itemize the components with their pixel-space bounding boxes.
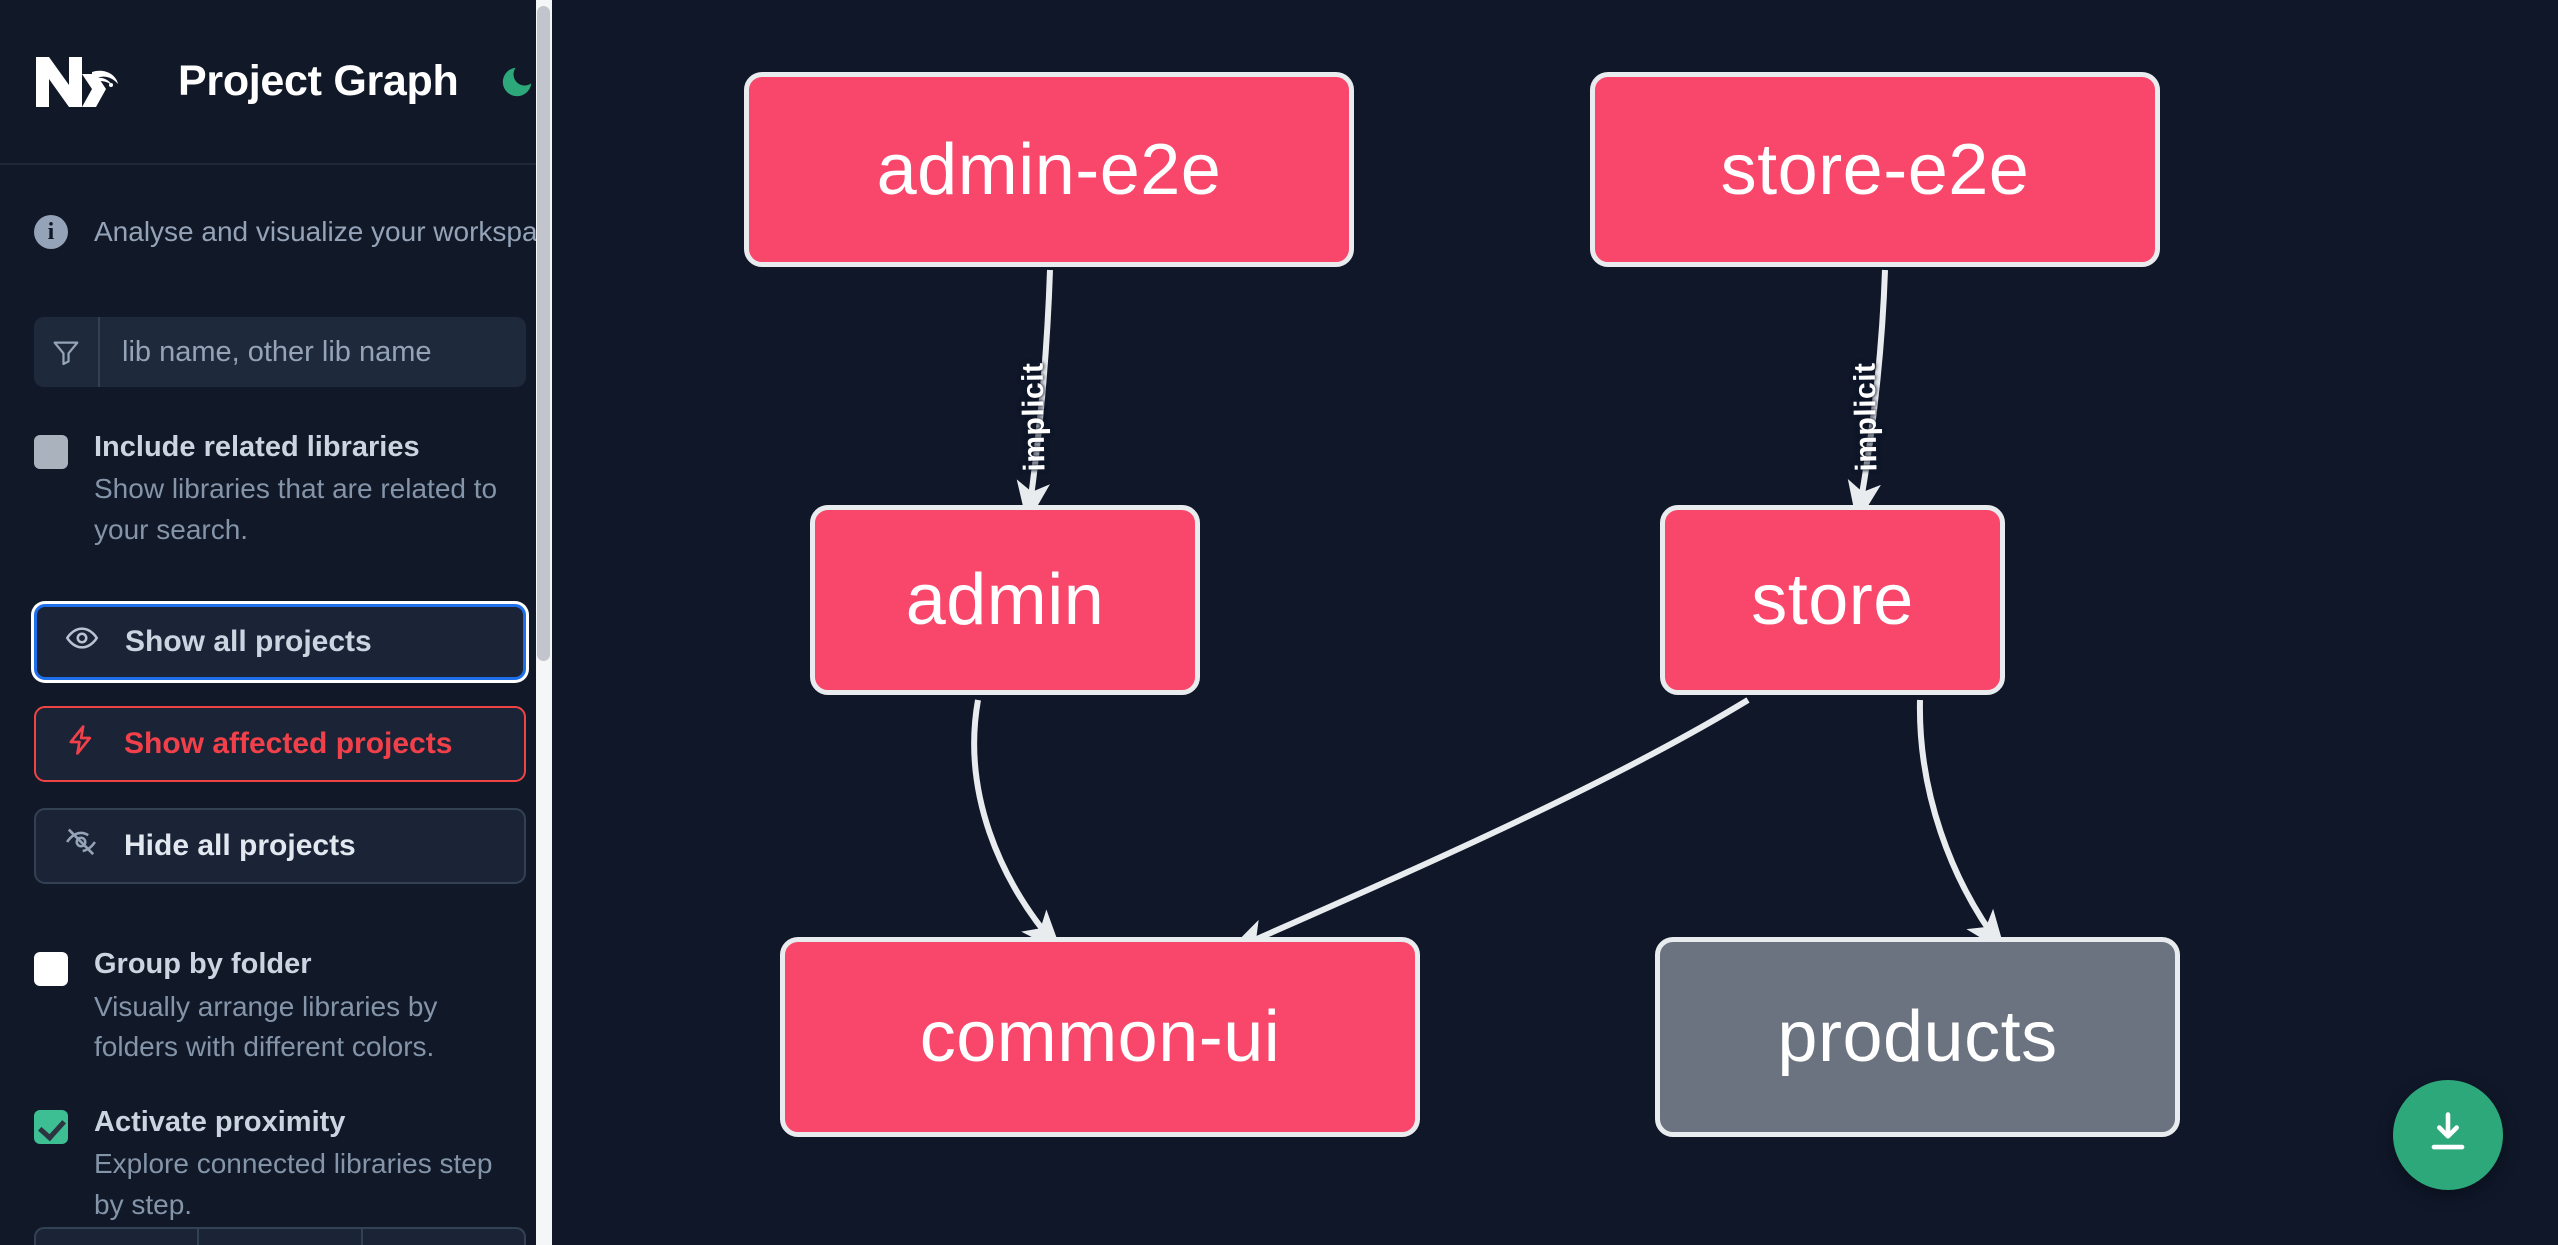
nx-logo-icon [34, 49, 126, 115]
show-all-projects-button[interactable]: Show all projects [34, 604, 526, 681]
eye-icon [65, 621, 99, 663]
edge-store-products [1916, 699, 2006, 953]
bottom-group-segment[interactable] [362, 1227, 526, 1245]
graph-node-admin[interactable]: admin [810, 505, 1200, 695]
checkbox-group-by-folder[interactable] [34, 952, 68, 987]
page-title: Project Graph [178, 57, 459, 105]
sidebar-scrollbar-thumb[interactable] [537, 6, 550, 661]
download-icon [2422, 1107, 2474, 1164]
edge-label-implicit-store: implicit [1848, 362, 1884, 472]
bottom-button-group[interactable] [34, 1227, 526, 1245]
edge-admin-common-ui [971, 699, 1062, 953]
option-activate-proximity[interactable]: Activate proximity Explore connected lib… [34, 1068, 526, 1225]
bottom-group-segment[interactable] [197, 1227, 363, 1245]
sidebar: Project Graph i Analyse and visualize yo… [0, 0, 560, 1245]
bottom-group-segment[interactable] [34, 1227, 198, 1245]
funnel-icon[interactable] [34, 317, 100, 387]
button-label: Hide all projects [124, 829, 356, 863]
option-label: Activate proximity [94, 1105, 346, 1138]
graph-node-admin-e2e[interactable]: admin-e2e [744, 72, 1354, 267]
button-label: Show affected projects [124, 727, 453, 761]
moon-icon[interactable] [498, 59, 536, 105]
eye-off-icon [64, 825, 98, 867]
hide-all-projects-button[interactable]: Hide all projects [34, 808, 526, 885]
visibility-button-group: Show all projects Show affected projects [34, 604, 526, 885]
tagline: i Analyse and visualize your workspace. [0, 165, 560, 255]
graph-node-products[interactable]: products [1655, 937, 2180, 1137]
graph-node-common-ui[interactable]: common-ui [780, 937, 1420, 1137]
graph-canvas[interactable]: implicit implicit admin-e2e store-e2e ad… [560, 0, 2558, 1245]
lightning-icon [64, 723, 98, 765]
option-label: Group by folder [94, 948, 312, 981]
edge-label-implicit-admin: implicit [1016, 362, 1052, 472]
search-input[interactable] [100, 317, 526, 387]
graph-node-store-e2e[interactable]: store-e2e [1590, 72, 2160, 267]
filter-bar [34, 317, 526, 387]
download-button[interactable] [2393, 1080, 2503, 1190]
option-description: Visually arrange libraries by folders wi… [94, 990, 438, 1063]
checkbox-activate-proximity[interactable] [34, 1109, 68, 1144]
checkbox-include-related-libraries[interactable] [34, 435, 68, 469]
option-label: Include related libraries [94, 431, 420, 463]
button-label: Show all projects [125, 625, 372, 659]
show-affected-projects-button[interactable]: Show affected projects [34, 706, 526, 783]
option-description: Show libraries that are related to your … [94, 473, 498, 545]
edge-store-common-ui [1226, 697, 1750, 953]
tagline-text: Analyse and visualize your workspace. [94, 216, 560, 247]
option-include-related-libraries[interactable]: Include related libraries Show libraries… [34, 387, 526, 550]
sidebar-header: Project Graph [0, 0, 560, 165]
info-icon: i [34, 215, 68, 249]
option-group-by-folder[interactable]: Group by folder Visually arrange librari… [34, 910, 526, 1067]
graph-node-store[interactable]: store [1660, 505, 2005, 695]
option-description: Explore connected libraries step by step… [94, 1148, 493, 1220]
sidebar-edge [552, 0, 560, 1245]
